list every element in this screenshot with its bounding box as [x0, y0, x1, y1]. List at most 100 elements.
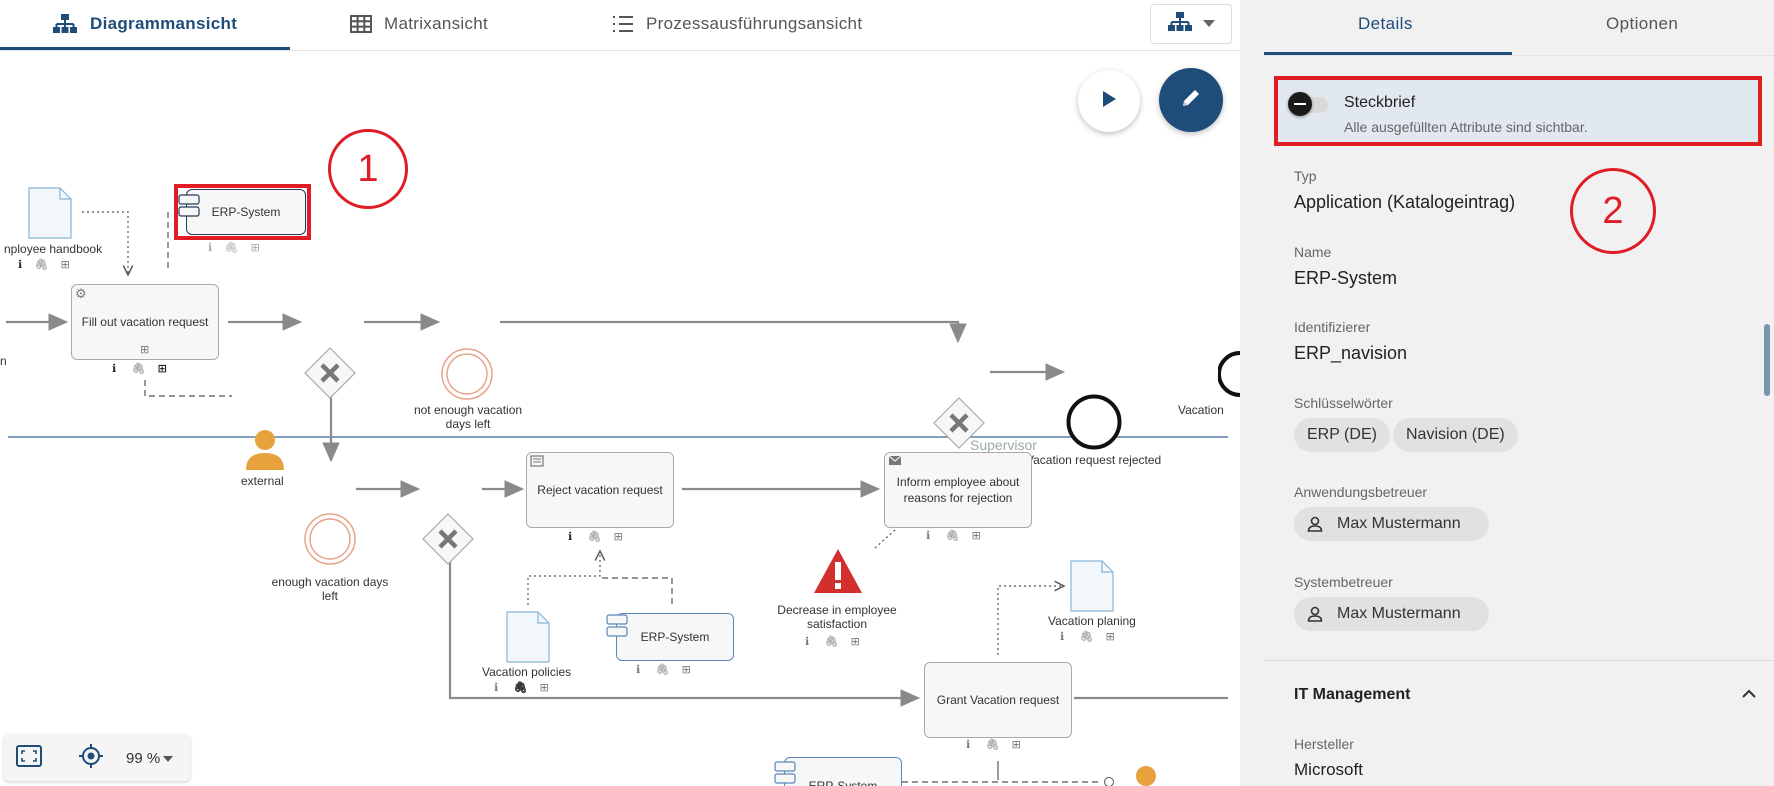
task-action-icons[interactable]: ℹ 🖇 ⊞	[966, 739, 1021, 751]
person-icon[interactable]	[244, 429, 286, 471]
annotation-marker-2: 2	[1570, 168, 1656, 254]
section-header-it-management[interactable]: IT Management	[1294, 686, 1411, 703]
view-switch-dropdown[interactable]	[1150, 4, 1232, 44]
annotation-marker-1: 1	[328, 129, 408, 209]
keyword-chip[interactable]: Navision (DE)	[1393, 418, 1518, 452]
task-action-icons[interactable]: ℹ 🖇 ⊞	[112, 363, 167, 375]
document-icon[interactable]	[1070, 560, 1114, 612]
field-label-vendor: Hersteller	[1294, 736, 1354, 752]
artifact-action-icons[interactable]: ℹ 🖇 ⊞	[18, 259, 70, 271]
connector-dot	[1104, 777, 1114, 786]
selection-highlight-erp	[174, 184, 311, 240]
task-reject-vacation-request[interactable]: Reject vacation request	[526, 452, 674, 528]
event-label: enough vacation days left	[271, 575, 389, 603]
exclusive-gateway[interactable]	[303, 346, 357, 400]
sys-owner-chip[interactable]: Max Mustermann	[1294, 597, 1489, 631]
chevron-down-icon	[1203, 15, 1215, 33]
field-label-keywords: Schlüsselwörter	[1294, 395, 1393, 411]
task-label: Grant Vacation request	[936, 693, 1060, 707]
script-icon	[530, 455, 544, 467]
field-label-name: Name	[1294, 244, 1332, 260]
node-label: ERP-System	[808, 779, 878, 786]
keyword-chip[interactable]: ERP (DE)	[1294, 418, 1390, 452]
tab-matrix-view[interactable]: Matrixansicht	[350, 0, 488, 48]
end-event-label: Vacation	[1178, 403, 1224, 417]
node-action-icons[interactable]: ℹ 🖇 ⊞	[208, 242, 260, 254]
message-icon	[888, 455, 902, 465]
numbered-list-icon	[612, 14, 634, 34]
end-event-partial[interactable]	[1218, 351, 1240, 397]
artifact-action-icons[interactable]: ℹ 🖇 ⊞	[1060, 631, 1115, 643]
fit-to-screen-button[interactable]	[4, 735, 54, 781]
field-label-app-owner: Anwendungsbetreuer	[1294, 484, 1428, 500]
artifact-action-icons[interactable]: ℹ 🖇 ⊞	[494, 682, 549, 694]
annotation-number: 2	[1602, 189, 1624, 232]
app-owner-name: Max Mustermann	[1337, 515, 1461, 532]
subprocess-icon: ⊞	[140, 344, 150, 356]
intermediate-event-enough[interactable]	[303, 512, 357, 566]
tab-label: Details	[1358, 14, 1413, 33]
node-label: ERP-System	[640, 630, 710, 644]
end-event-rejected[interactable]	[1065, 393, 1123, 451]
field-label-identifier: Identifizierer	[1294, 319, 1371, 335]
field-value-identifier: ERP_navision	[1294, 343, 1408, 363]
person-outline-icon	[1307, 606, 1323, 622]
details-panel: Details Optionen Steckbrief Alle ausgefü…	[1240, 0, 1774, 786]
annotation-number: 1	[357, 147, 379, 190]
tab-options[interactable]: Optionen	[1606, 0, 1678, 48]
erp-system-node-selected[interactable]: ERP-System	[186, 189, 306, 235]
field-label-typ: Typ	[1294, 168, 1317, 184]
document-label: Vacation planing	[1048, 614, 1136, 628]
risk-action-icons[interactable]: ℹ 🖇 ⊞	[805, 636, 860, 648]
task-label: Reject vacation request	[537, 483, 663, 497]
erp-system-node[interactable]: ERP-System	[616, 613, 734, 661]
panel-scrollbar[interactable]	[1764, 324, 1770, 396]
app-owner-chip[interactable]: Max Mustermann	[1294, 507, 1489, 541]
hierarchy-icon	[1167, 11, 1193, 38]
task-inform-employee[interactable]: Inform employee about reasons for reject…	[884, 452, 1032, 528]
center-view-button[interactable]	[66, 735, 116, 781]
node-action-icons[interactable]: ℹ 🖇 ⊞	[636, 664, 691, 676]
caret-down-icon	[163, 749, 174, 767]
section-divider	[1264, 660, 1774, 661]
diagram-canvas[interactable]: 1 nployee handbook ℹ 🖇 ⊞ ERP-System ℹ 🖇 …	[0, 51, 1240, 786]
warning-icon[interactable]	[812, 547, 864, 595]
document-icon	[28, 187, 72, 239]
tab-details[interactable]: Details	[1358, 0, 1413, 48]
tab-process-label: Prozessausführungsansicht	[646, 14, 863, 33]
tab-process-view[interactable]: Prozessausführungsansicht	[612, 0, 862, 48]
steckbrief-toggle-row[interactable]: Steckbrief Alle ausgefüllten Attribute s…	[1274, 76, 1762, 146]
tab-label: Optionen	[1606, 14, 1679, 33]
tab-diagram-view[interactable]: Diagrammansicht	[52, 0, 237, 48]
document-label: nployee handbook	[4, 242, 103, 256]
chevron-up-icon[interactable]	[1742, 686, 1756, 704]
task-grant-vacation-request[interactable]: Grant Vacation request	[924, 662, 1072, 738]
intermediate-event-not-enough[interactable]	[440, 347, 494, 401]
process-connections	[6, 211, 1228, 783]
zoom-toolbar: 99 %	[4, 735, 190, 781]
steckbrief-subtitle: Alle ausgefüllten Attribute sind sichtba…	[1344, 119, 1588, 135]
erp-system-node[interactable]: ERP-System	[784, 757, 902, 786]
person-icon[interactable]	[1136, 766, 1156, 786]
document-label: Vacation policies	[482, 665, 572, 679]
run-simulation-button[interactable]	[1078, 70, 1140, 132]
zoom-level-dropdown[interactable]: 99 %	[116, 749, 174, 767]
end-event-label: Vacation request rejected	[1026, 453, 1162, 467]
gear-icon: ⚙	[75, 286, 87, 301]
hierarchy-icon	[52, 13, 78, 35]
steckbrief-toggle[interactable]	[1288, 92, 1312, 116]
exclusive-gateway[interactable]	[421, 512, 475, 566]
locate-icon	[78, 743, 104, 774]
task-action-icons[interactable]: ℹ 🖇 ⊞	[568, 531, 623, 543]
component-icon	[774, 761, 796, 784]
task-fill-out-vacation-request[interactable]: Fill out vacation request	[71, 284, 219, 360]
document-icon[interactable]	[506, 611, 550, 663]
play-icon	[1101, 90, 1117, 113]
edit-diagram-button[interactable]	[1159, 68, 1223, 132]
exclusive-gateway[interactable]	[932, 396, 986, 450]
tab-diagram-label: Diagrammansicht	[90, 14, 238, 33]
task-action-icons[interactable]: ℹ 🖇 ⊞	[926, 530, 981, 542]
event-label: not enough vacation days left	[413, 403, 523, 431]
lane-label-supervisor: Supervisor	[970, 437, 1037, 453]
component-icon	[178, 194, 200, 217]
